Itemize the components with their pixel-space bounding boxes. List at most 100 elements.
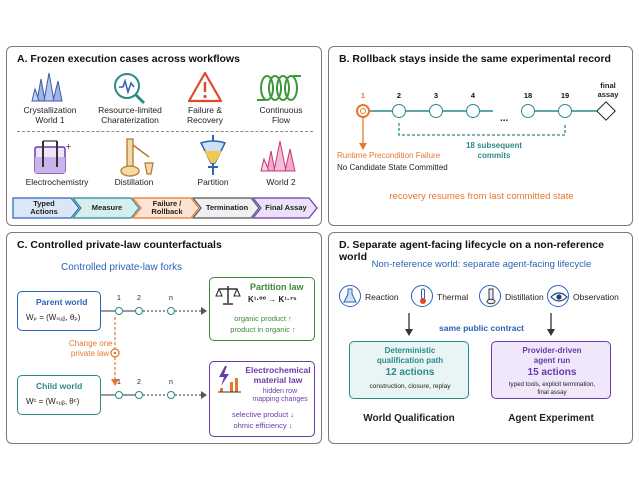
column-icon xyxy=(486,288,496,305)
scale-icon xyxy=(215,286,241,305)
electro-note: hidden row mapping changes xyxy=(252,388,308,403)
panel-c: C. Controlled private-law counterfactual… xyxy=(6,232,322,444)
contract-arrows xyxy=(405,313,555,336)
partition-law-box: Partition law K¹·⁰⁰ → K¹·⁷⁵ organic prod… xyxy=(209,277,315,341)
parent-world-title: Parent world xyxy=(36,297,88,307)
panel-c-title: C. Controlled private-law counterfactual… xyxy=(17,239,222,251)
icon-thermal xyxy=(411,285,433,307)
icon-label-distillation: Distillation xyxy=(505,292,544,302)
electro-line-2: ohmic efficiency ↓ xyxy=(233,421,293,430)
agent-run-detail: typed tools, explicit termination, final… xyxy=(508,381,596,396)
flask-icon xyxy=(343,288,357,303)
crystal-pink-icon xyxy=(260,140,296,172)
panel-b-title: B. Rollback stays inside the same experi… xyxy=(339,53,611,65)
bolt-chart-icon xyxy=(218,366,241,393)
panel-c-subtitle: Controlled private-law forks xyxy=(61,262,183,273)
final-assay-label: final assay xyxy=(597,81,619,99)
electro-law-title: Electrochemical material law xyxy=(245,365,311,385)
node-label-18: 18 xyxy=(523,91,533,100)
agent-run-box: Provider-driven agent run 15 actions typ… xyxy=(491,341,611,399)
node-1 xyxy=(356,104,370,118)
no-commit-label: No Candidate State Committed xyxy=(337,163,448,172)
child-node-label-n: n xyxy=(169,379,173,386)
panel-d-title: D. Separate agent-facing lifecycle on a … xyxy=(339,239,604,263)
node-2 xyxy=(392,104,406,118)
eye-icon xyxy=(550,292,568,302)
workflow-label-electrochemistry: Electrochemistry xyxy=(25,177,89,187)
warning-icon xyxy=(187,71,223,103)
distillation-icon xyxy=(120,138,154,177)
stage-typed-actions: Typed Actions xyxy=(30,199,58,216)
qualification-title: Deterministic qualification path xyxy=(376,346,444,365)
parent-node-n xyxy=(167,307,175,315)
panel-b: B. Rollback stays inside the same experi… xyxy=(328,46,633,226)
child-node-label-1: 1 xyxy=(117,379,121,386)
child-node-n xyxy=(167,391,175,399)
parent-world-formula: Wₚ = (Wₛᵤᵦ, θₚ) xyxy=(26,313,81,322)
funnel-icon xyxy=(199,135,227,175)
workflow-label-characterization: Resource-limited Charaterization xyxy=(98,105,162,125)
stage-failure-rollback: Failure / Rollback xyxy=(151,199,183,216)
stage-bar: Typed Actions Measure Failure / Rollback… xyxy=(12,197,318,219)
stage-measure: Measure xyxy=(91,203,123,212)
change-law-label: Change one private law xyxy=(69,339,113,358)
node-label-4: 4 xyxy=(470,91,476,100)
node-18 xyxy=(521,104,535,118)
panel-a: A. Frozen execution cases across workflo… xyxy=(6,46,322,226)
svg-text:+: + xyxy=(65,142,72,151)
workflow-label-failure-recovery: Failure & Recovery xyxy=(187,105,223,125)
child-node-2 xyxy=(135,391,143,399)
qualification-count: 12 actions xyxy=(385,367,435,378)
stage-chevrons xyxy=(12,197,318,219)
node-label-2: 2 xyxy=(396,91,402,100)
crystal-icon xyxy=(31,72,63,102)
node-label-3: 3 xyxy=(433,91,439,100)
child-world-title: Child world xyxy=(36,381,83,391)
contract-label: same public contract xyxy=(438,323,525,333)
panel-d: D. Separate agent-facing lifecycle on a … xyxy=(328,232,633,444)
electrochem-cell-icon: + xyxy=(34,140,72,174)
resume-label: recovery resumes from last committed sta… xyxy=(389,191,574,202)
partition-line-1: organic product ↑ xyxy=(234,314,292,323)
icon-observation xyxy=(547,285,569,307)
node-4 xyxy=(466,104,480,118)
divider xyxy=(17,131,313,132)
node-19 xyxy=(558,104,572,118)
electro-law-box: Electrochemical material law hidden row … xyxy=(209,361,315,437)
magnifier-chart-icon xyxy=(114,73,146,105)
child-node-1 xyxy=(115,391,123,399)
commits-label: 18 subsequent commits xyxy=(465,141,522,160)
agent-run-count: 15 actions xyxy=(527,367,577,378)
parent-node-label-1: 1 xyxy=(117,295,121,302)
workflow-label-crystallization: Crystallization World 1 xyxy=(23,105,77,125)
partition-k: K¹·⁰⁰ → K¹·⁷⁵ xyxy=(248,295,297,304)
partition-line-2: product in organic ↑ xyxy=(230,325,296,334)
coil-icon xyxy=(257,75,301,101)
parent-node-2 xyxy=(135,307,143,315)
child-world-formula: Wᶜ = (Wₛᵤᵦ, θᶜ) xyxy=(26,397,80,406)
workflow-label-partition: Partition xyxy=(197,177,229,187)
parent-node-1 xyxy=(115,307,123,315)
child-node-label-2: 2 xyxy=(137,379,141,386)
qualification-detail: construction, closure, replay xyxy=(369,383,451,390)
node-label-19: 19 xyxy=(560,91,570,100)
qualification-box: Deterministic qualification path 12 acti… xyxy=(349,341,469,399)
electro-line-1: selective product ↓ xyxy=(231,410,295,419)
stage-final-assay: Final Assay xyxy=(265,203,307,212)
panel-a-title: A. Frozen execution cases across workflo… xyxy=(17,53,240,65)
partition-law-title: Partition law xyxy=(250,282,304,292)
qualification-caption: World Qualification xyxy=(363,413,455,424)
icon-label-thermal: Thermal xyxy=(437,292,469,302)
workflow-label-world-2: World 2 xyxy=(266,177,296,187)
agent-run-title: Provider-driven agent run xyxy=(522,346,582,365)
workflow-label-continuous-flow: Continuous Flow xyxy=(259,105,303,125)
child-world-box: Child world Wᶜ = (Wₛᵤᵦ, θᶜ) xyxy=(17,375,101,415)
workflow-label-distillation: Distillation xyxy=(114,177,154,187)
failure-label: Runtime Precondition Failure xyxy=(337,151,441,160)
icon-reaction xyxy=(339,285,361,307)
icon-label-observation: Observation xyxy=(573,292,619,302)
ellipsis: ... xyxy=(500,113,509,124)
fork-lines xyxy=(101,307,207,399)
icon-label-reaction: Reaction xyxy=(365,292,399,302)
parent-node-label-2: 2 xyxy=(137,295,141,302)
